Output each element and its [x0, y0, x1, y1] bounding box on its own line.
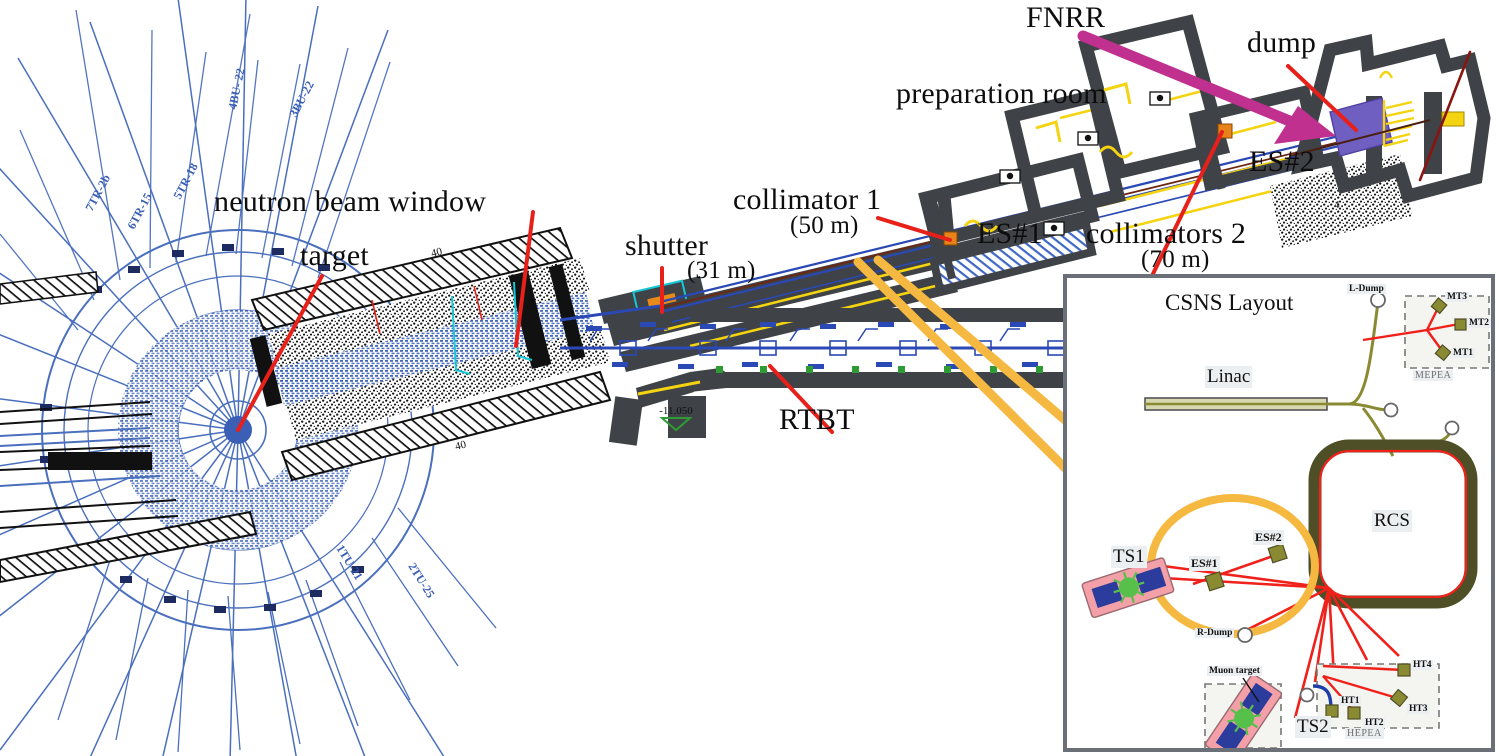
leader-dump-secondary: [1418, 50, 1472, 182]
r-dump-node: [1237, 627, 1253, 643]
rtbt-schematic-line: [559, 304, 1090, 369]
inset-label-hepea: HEPEA: [1345, 728, 1384, 739]
svg-text:3BU-22: 3BU-22: [286, 79, 317, 120]
prep-room-doors: [963, 82, 1134, 233]
inset-label-r-dump: R-Dump: [1195, 628, 1235, 638]
label-neutron-beam-window: neutron beam window: [214, 185, 487, 218]
inset-label-mt3: MT3: [1445, 292, 1470, 302]
inset-label-mt2: MT2: [1467, 318, 1492, 328]
upper-left-hatched-wall: [0, 271, 99, 305]
inset-label-ht2: HT2: [1363, 718, 1386, 728]
inset-label-ts2: TS2: [1295, 716, 1331, 738]
left-blue-corridors: [0, 427, 161, 487]
hepea-targets: [1325, 663, 1411, 720]
inset-label-es1: ES#1: [1189, 556, 1220, 571]
inset-title: CSNS Layout: [1165, 290, 1294, 315]
es-highlight-ellipse: [1147, 494, 1319, 638]
leader-rtbt: [768, 364, 834, 434]
leader-neutron-beam-window: [514, 210, 535, 348]
svg-text:-11.050: -11.050: [659, 405, 693, 417]
l-dump-node: [1370, 292, 1386, 308]
svg-text:7TR-2b: 7TR-2b: [82, 172, 113, 214]
inset-label-muon-target: Muon target: [1207, 666, 1262, 676]
svg-text:40: 40: [454, 438, 468, 452]
dimension-marks: 40 40: [430, 245, 468, 452]
inset-label-l-dump: L-Dump: [1347, 284, 1386, 294]
leader-dump: [1286, 64, 1358, 132]
linac-structure: [1144, 397, 1328, 411]
hepea-junction-node: [1299, 687, 1315, 703]
rtbt-tunnel-walls: [608, 308, 1094, 446]
svg-text:4BU- 22: 4BU- 22: [225, 67, 247, 111]
rtbt-annotation: -11.050: [637, 380, 701, 432]
label-collimators-2-distance: (70 m): [1141, 246, 1210, 273]
lower-left-hatched-wall: [0, 510, 258, 584]
fnrr-arrow: [1077, 30, 1336, 144]
leader-target: [236, 274, 324, 432]
transfer-lines: [1327, 301, 1453, 457]
inset-label-mepea: MEPEA: [1413, 370, 1454, 381]
csns-layout-inset: CSNS Layout Linac RCS TS1 TS2 ES#1 ES#2 …: [1063, 274, 1495, 752]
label-fnrr: FNRR: [1026, 1, 1106, 34]
inset-label-ts1: TS1: [1111, 546, 1147, 568]
label-shutter: shutter: [625, 229, 709, 262]
es-station-markers: [1204, 543, 1288, 592]
preparation-room-walls: [937, 14, 1231, 245]
label-dump: dump: [1247, 26, 1317, 59]
label-rtbt: RTBT: [779, 403, 855, 436]
pointer-leaders: [236, 50, 1472, 434]
svg-text:2TU-25: 2TU-25: [405, 560, 437, 600]
leader-collimator-1: [876, 216, 952, 242]
neutron-channel-shielding: [249, 226, 612, 482]
inset-label-es2: ES#2: [1253, 530, 1284, 545]
label-es2: ES#2: [1249, 145, 1315, 178]
svg-text:6TR-15: 6TR-15: [124, 191, 155, 232]
shield-pad-mark: 4: [1334, 199, 1340, 211]
prep-room-symbol-glyphs: [1006, 94, 1164, 232]
left-equipment-block: [48, 452, 152, 470]
dump-yellow-marker: [1441, 111, 1465, 127]
mepea-targets: [1430, 297, 1467, 362]
label-preparation-room: preparation room: [896, 77, 1107, 110]
label-collimators-2: collimators 2: [1086, 217, 1247, 250]
svg-text:5TR-18: 5TR-18: [170, 161, 201, 202]
svg-text:1TU-21: 1TU-21: [333, 542, 365, 582]
muon-target-leader: [1242, 677, 1260, 703]
csns-layout-schematic: [1081, 292, 1490, 748]
inset-label-mt1: MT1: [1451, 348, 1476, 358]
label-target: target: [300, 239, 369, 272]
ts1-station: [1081, 557, 1175, 619]
label-es1: ES#1: [977, 217, 1043, 250]
inset-label-rcs: RCS: [1372, 510, 1412, 532]
label-collimator-1: collimator 1: [733, 183, 882, 216]
inset-label-ht3: HT3: [1407, 704, 1430, 714]
rcs-ring: [1308, 439, 1478, 609]
inset-label-linac: Linac: [1205, 366, 1253, 388]
dump-beam-centerline: [1289, 119, 1431, 157]
leader-collimators-2: [1148, 130, 1224, 282]
linac-junction-node: [1383, 402, 1399, 418]
inset-label-ht1: HT1: [1339, 696, 1362, 706]
label-collimator-1-distance: (50 m): [790, 212, 859, 239]
svg-text:40: 40: [430, 245, 444, 259]
inset-label-ht4: HT4: [1411, 660, 1434, 670]
rcs-injection-node: [1444, 420, 1460, 436]
label-shutter-distance: (31 m): [687, 257, 756, 284]
